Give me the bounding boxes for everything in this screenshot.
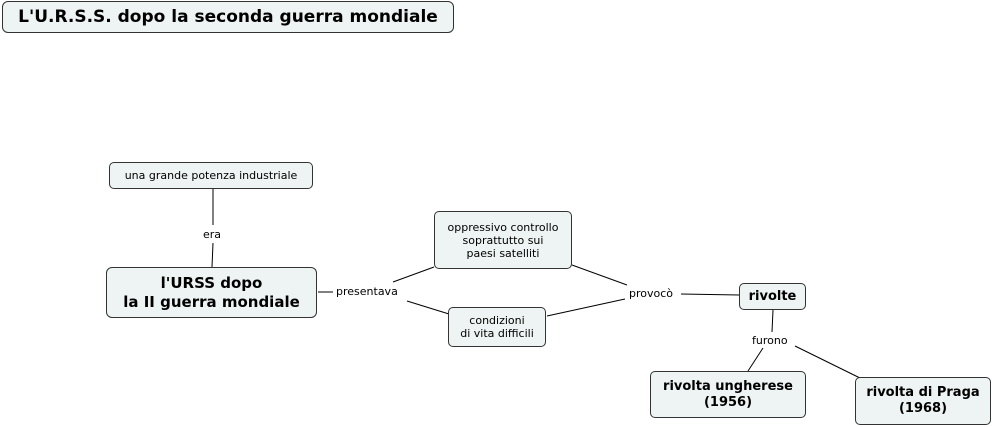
node-urss-dopo-guerra[interactable]: l'URSS dopo la II guerra mondiale (106, 267, 317, 318)
line-furono-ungherese (747, 347, 764, 372)
node-grande-potenza[interactable]: una grande potenza industriale (109, 162, 313, 189)
node-praga-label: rivolta di Praga (1968) (866, 385, 980, 416)
node-grande-potenza-label: una grande potenza industriale (124, 169, 298, 182)
node-rivolta-praga[interactable]: rivolta di Praga (1968) (855, 377, 991, 425)
node-rivolte[interactable]: rivolte (739, 283, 806, 310)
node-oppressivo-controllo[interactable]: oppressivo controllo soprattutto sui pae… (434, 211, 572, 269)
line-provoco-rivolte (680, 293, 740, 296)
line-era-urss (211, 242, 214, 268)
line-controllo-provoco (571, 264, 628, 286)
line-furono-praga (794, 345, 861, 379)
line-presentava-controllo (392, 266, 435, 283)
node-ungherese-label: rivolta ungherese (1956) (663, 378, 793, 410)
node-rivolta-ungherese[interactable]: rivolta ungherese (1956) (650, 371, 806, 418)
link-label-era: era (201, 228, 224, 241)
node-condizioni-difficili[interactable]: condizioni di vita difficili (448, 307, 546, 347)
map-title: L'U.R.S.S. dopo la seconda guerra mondia… (2, 1, 454, 33)
link-label-furono: furono (750, 334, 790, 347)
link-label-presentava: presentava (334, 285, 400, 298)
node-urss-label: l'URSS dopo la II guerra mondiale (123, 273, 300, 311)
line-condizioni-provoco (546, 298, 626, 317)
line-presentava-condizioni (406, 300, 450, 315)
node-controllo-label: oppressivo controllo soprattutto sui pae… (447, 220, 559, 260)
line-rivolte-furono (771, 309, 774, 333)
node-rivolte-label: rivolte (748, 288, 797, 304)
link-label-provoco: provocò (627, 287, 676, 300)
node-condizioni-label: condizioni di vita difficili (460, 314, 534, 340)
